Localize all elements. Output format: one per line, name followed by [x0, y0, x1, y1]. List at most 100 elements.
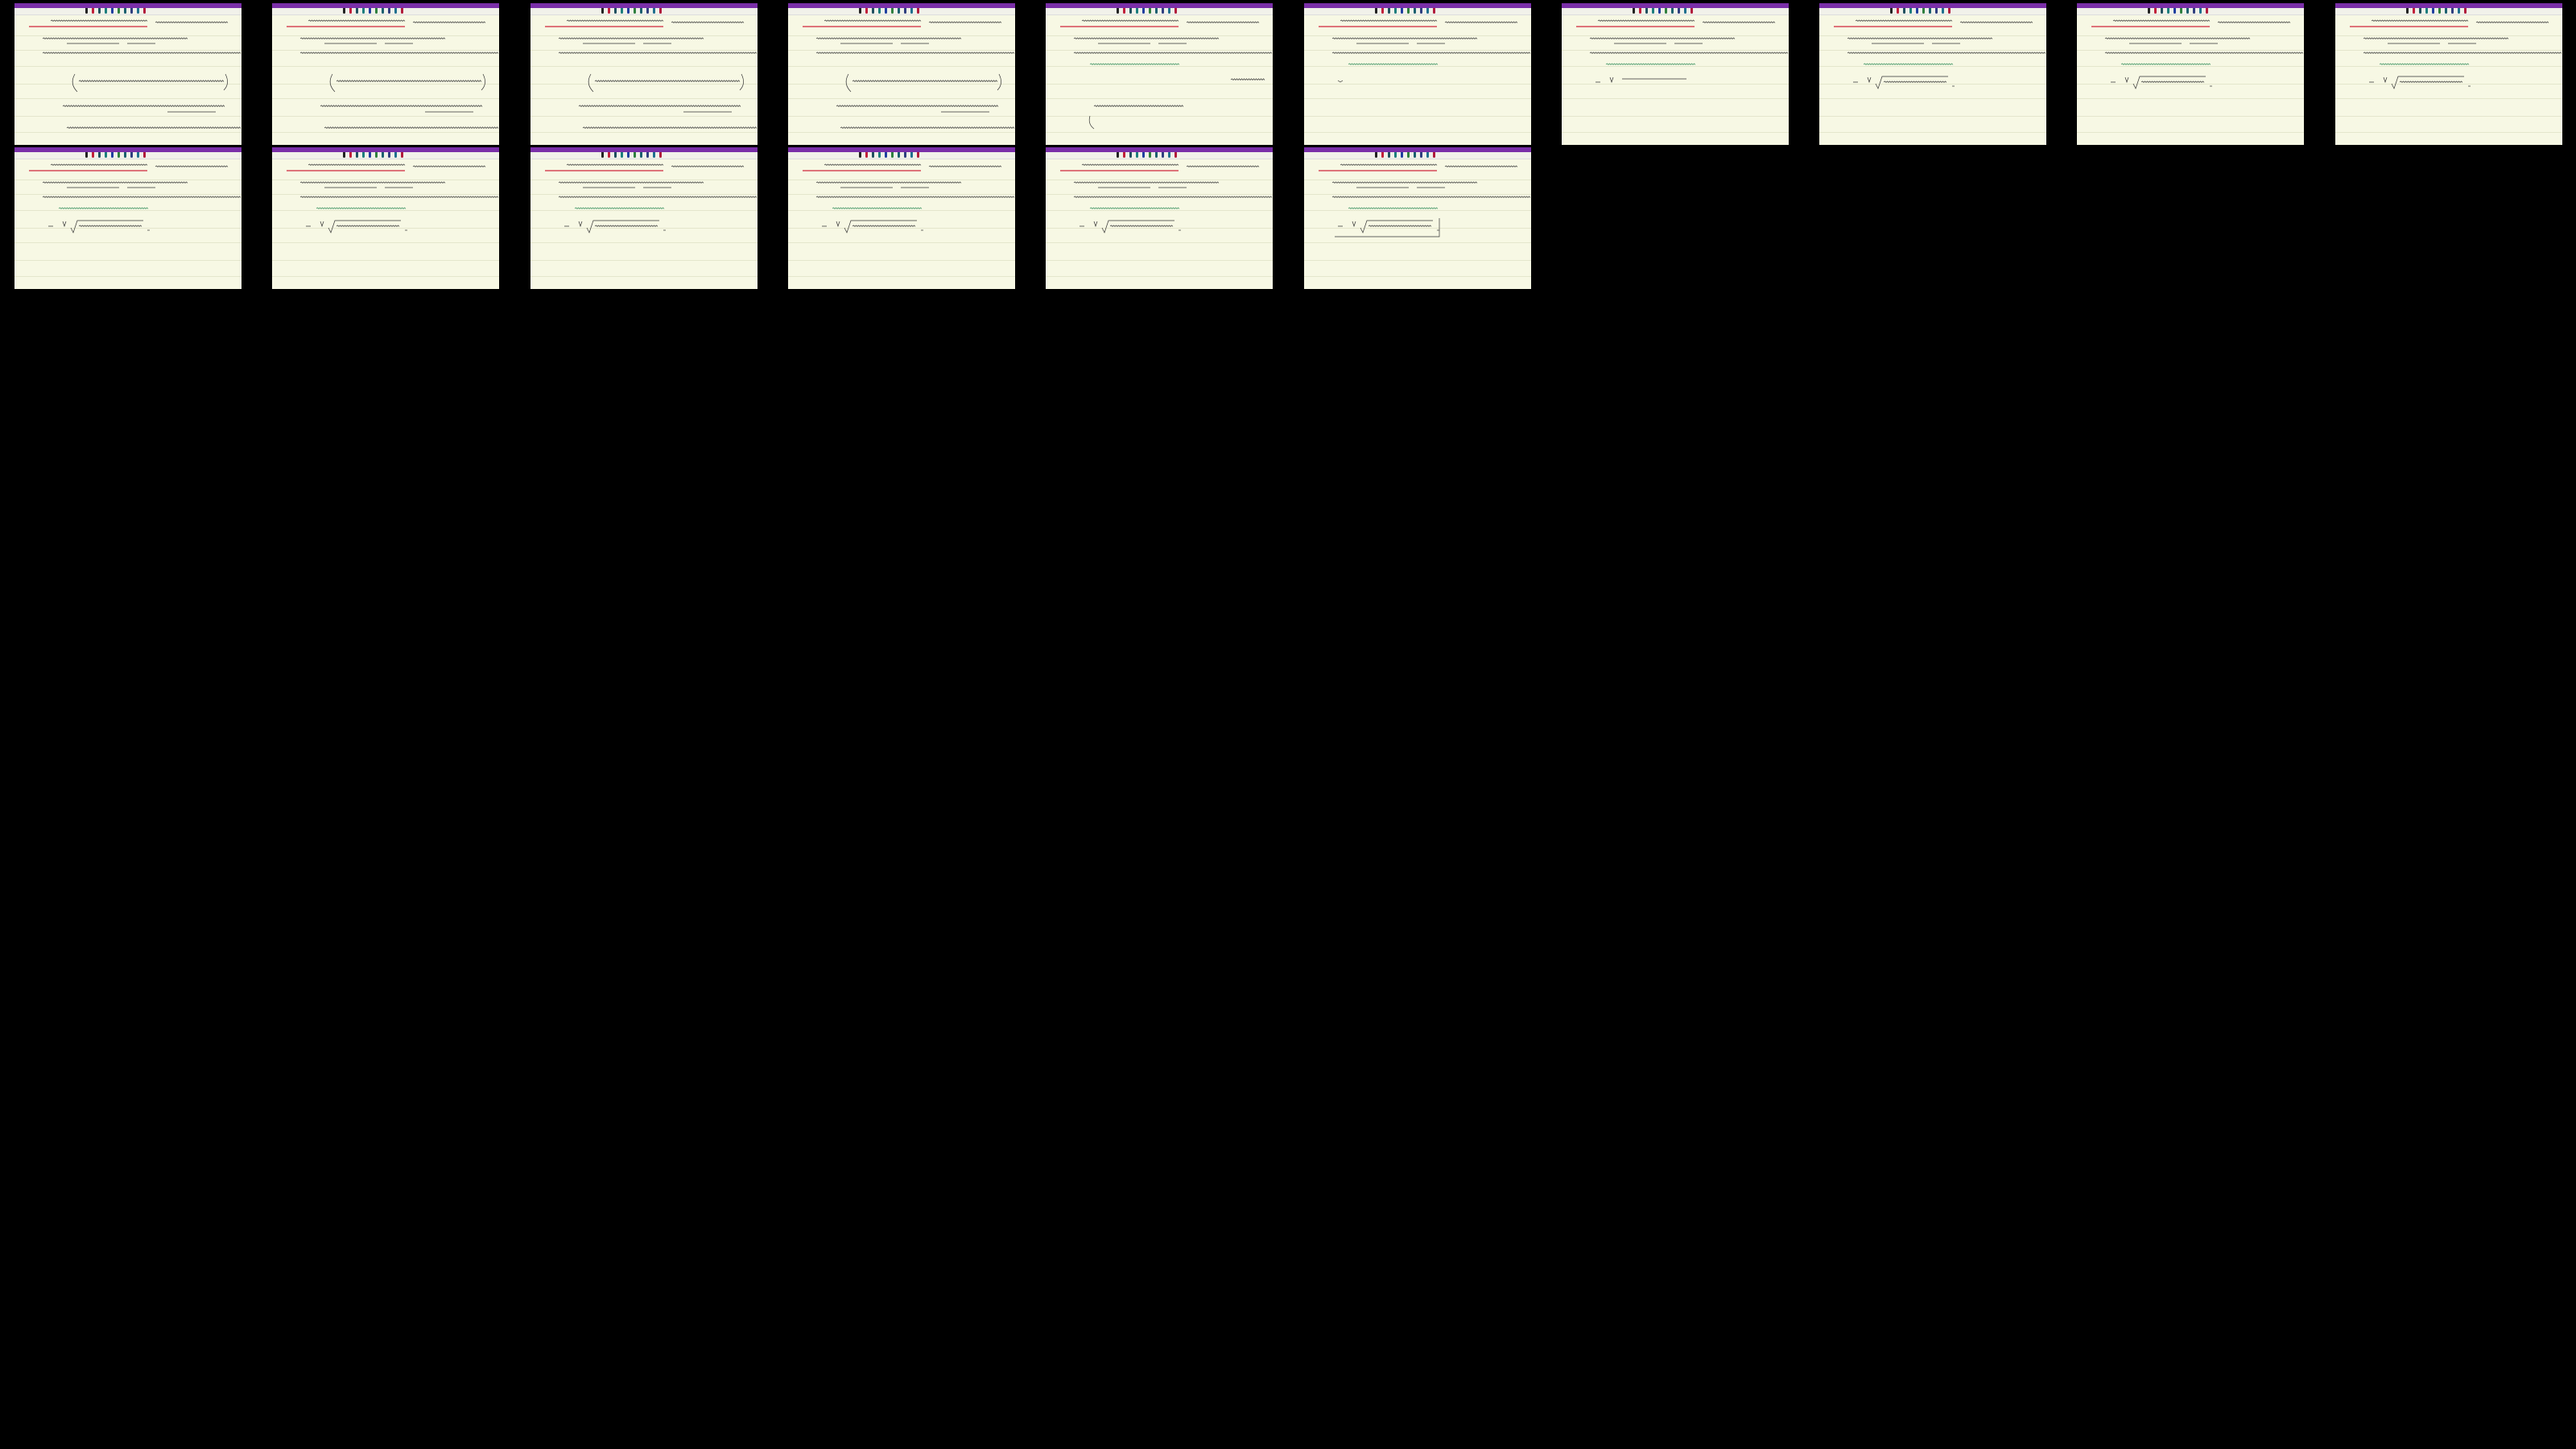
pen-tool[interactable]	[1387, 8, 1390, 14]
pen-tool[interactable]	[111, 8, 114, 14]
pen-tool[interactable]	[362, 8, 365, 14]
pen-tool[interactable]	[2174, 8, 2177, 14]
pen-tool[interactable]	[890, 152, 894, 158]
notebook-thumbnail[interactable]	[787, 3, 1015, 145]
pen-tool[interactable]	[124, 8, 126, 14]
pen-tool[interactable]	[2180, 8, 2183, 14]
pen-tool[interactable]	[111, 152, 114, 158]
pen-tool[interactable]	[884, 8, 887, 14]
pen-tool[interactable]	[897, 152, 900, 158]
pen-tool[interactable]	[1374, 8, 1377, 14]
pen-tool[interactable]	[1651, 8, 1654, 14]
pen-tool[interactable]	[1922, 8, 1926, 14]
pen-tool[interactable]	[98, 8, 101, 14]
pen-tool[interactable]	[2154, 8, 2157, 14]
pen-tool[interactable]	[1406, 152, 1410, 158]
pen-tool[interactable]	[1664, 8, 1667, 14]
pen-tool[interactable]	[130, 152, 133, 158]
pen-tool[interactable]	[903, 8, 906, 14]
pen-tool[interactable]	[382, 8, 385, 14]
pen-tool[interactable]	[349, 152, 353, 158]
pen-tool[interactable]	[633, 8, 636, 14]
pen-tool[interactable]	[2186, 8, 2190, 14]
pen-tool[interactable]	[658, 8, 662, 14]
pen-tool[interactable]	[1432, 152, 1435, 158]
pen-tool[interactable]	[903, 152, 906, 158]
pen-tool[interactable]	[1419, 152, 1422, 158]
pen-tool[interactable]	[1657, 8, 1661, 14]
pen-tool[interactable]	[2463, 8, 2467, 14]
pen-tool[interactable]	[124, 152, 126, 158]
pen-tool[interactable]	[388, 8, 391, 14]
notebook-thumbnail[interactable]	[530, 147, 758, 289]
pen-tool[interactable]	[652, 8, 655, 14]
pen-tool[interactable]	[2418, 8, 2421, 14]
pen-tool[interactable]	[1162, 8, 1165, 14]
pen-tool[interactable]	[401, 8, 404, 14]
pen-tool[interactable]	[1129, 152, 1133, 158]
pen-tool[interactable]	[858, 152, 861, 158]
pen-tool[interactable]	[1168, 8, 1171, 14]
pen-tool[interactable]	[2167, 8, 2170, 14]
pen-tool[interactable]	[646, 8, 649, 14]
pen-tool[interactable]	[607, 8, 610, 14]
notebook-thumbnail[interactable]	[1561, 3, 1789, 145]
pen-tool[interactable]	[85, 8, 88, 14]
pen-tool[interactable]	[2457, 8, 2460, 14]
pen-tool[interactable]	[375, 8, 378, 14]
pen-tool[interactable]	[1670, 8, 1674, 14]
pen-tool[interactable]	[2444, 8, 2447, 14]
pen-tool[interactable]	[1136, 8, 1139, 14]
pen-tool[interactable]	[1632, 8, 1635, 14]
pen-tool[interactable]	[1174, 8, 1178, 14]
pen-tool[interactable]	[1432, 8, 1435, 14]
pen-tool[interactable]	[394, 8, 398, 14]
pen-tool[interactable]	[1142, 152, 1146, 158]
pen-tool[interactable]	[1690, 8, 1693, 14]
pen-tool[interactable]	[1174, 152, 1178, 158]
notebook-thumbnail[interactable]	[1819, 3, 2047, 145]
pen-tool[interactable]	[143, 152, 146, 158]
pen-tool[interactable]	[1155, 152, 1158, 158]
pen-tool[interactable]	[130, 8, 133, 14]
pen-tool[interactable]	[871, 8, 874, 14]
pen-tool[interactable]	[1645, 8, 1648, 14]
pen-tool[interactable]	[1683, 8, 1686, 14]
pen-tool[interactable]	[916, 8, 919, 14]
pen-tool[interactable]	[1393, 152, 1397, 158]
pen-tool[interactable]	[356, 8, 359, 14]
pen-tool[interactable]	[1897, 8, 1900, 14]
pen-tool[interactable]	[143, 8, 146, 14]
pen-tool[interactable]	[1948, 8, 1951, 14]
notebook-thumbnail[interactable]	[2334, 3, 2562, 145]
pen-tool[interactable]	[639, 152, 642, 158]
pen-tool[interactable]	[1168, 152, 1171, 158]
pen-tool[interactable]	[1935, 8, 1938, 14]
pen-tool[interactable]	[910, 8, 913, 14]
pen-tool[interactable]	[1400, 8, 1403, 14]
pen-tool[interactable]	[2431, 8, 2434, 14]
pen-tool[interactable]	[1413, 8, 1416, 14]
pen-tool[interactable]	[343, 152, 346, 158]
pen-tool[interactable]	[118, 8, 120, 14]
pen-tool[interactable]	[1942, 8, 1945, 14]
pen-tool[interactable]	[633, 152, 636, 158]
notebook-thumbnail[interactable]	[1046, 147, 1274, 289]
notebook-thumbnail[interactable]	[787, 147, 1015, 289]
notebook-thumbnail[interactable]	[1303, 147, 1531, 289]
pen-tool[interactable]	[626, 152, 630, 158]
pen-tool[interactable]	[2438, 8, 2441, 14]
pen-tool[interactable]	[105, 152, 107, 158]
notebook-thumbnail[interactable]	[272, 3, 500, 145]
pen-tool[interactable]	[369, 152, 372, 158]
pen-tool[interactable]	[858, 8, 861, 14]
pen-tool[interactable]	[1677, 8, 1680, 14]
notebook-thumbnail[interactable]	[14, 3, 242, 145]
pen-tool[interactable]	[613, 8, 617, 14]
pen-tool[interactable]	[1419, 8, 1422, 14]
pen-tool[interactable]	[2161, 8, 2164, 14]
pen-tool[interactable]	[137, 152, 139, 158]
pen-tool[interactable]	[607, 152, 610, 158]
pen-tool[interactable]	[92, 8, 94, 14]
pen-tool[interactable]	[601, 8, 604, 14]
